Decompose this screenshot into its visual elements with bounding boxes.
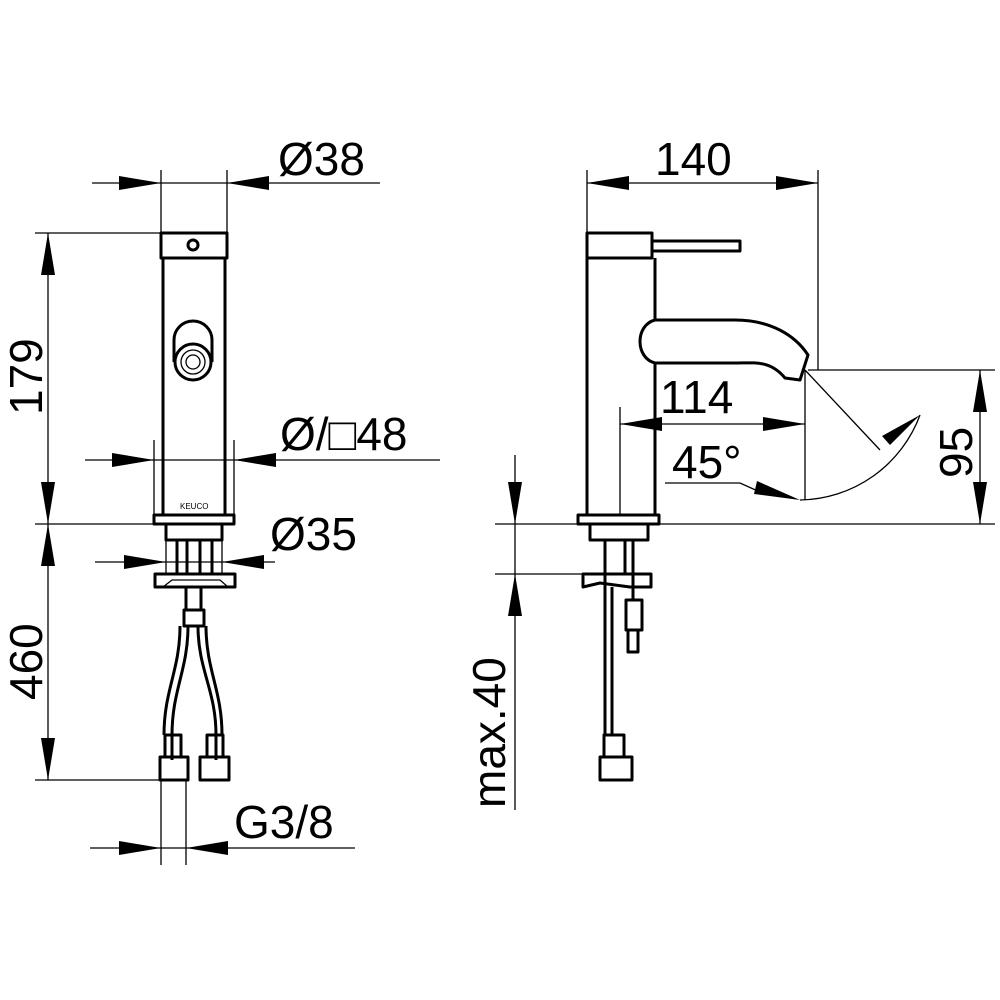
hose-nut-left (158, 755, 190, 782)
fitting (182, 608, 206, 628)
side-body (585, 258, 657, 515)
dim-angle: 45° (672, 436, 742, 488)
dim-max-thickness: max.40 (463, 657, 515, 808)
side-collar (588, 522, 650, 542)
lever (650, 239, 742, 253)
dim-base-size: Ø/□48 (280, 408, 408, 460)
dim-projection: 114 (660, 371, 733, 423)
dim-hole-diameter: Ø35 (270, 508, 357, 560)
side-hose-nut (598, 755, 634, 782)
dim-body-diameter: Ø38 (278, 133, 365, 185)
aerator-icon (173, 342, 213, 382)
dim-hose-length: 460 (0, 623, 52, 700)
front-collar (164, 522, 224, 542)
side-view (576, 231, 810, 782)
dimension-lines (35, 170, 995, 865)
spout (638, 318, 810, 515)
side-mount-plate (581, 572, 653, 589)
dim-depth: 140 (655, 133, 732, 185)
dim-height: 179 (0, 338, 52, 415)
dim-spout-height: 95 (930, 427, 982, 478)
front-body (161, 256, 227, 517)
front-mount-plate (153, 572, 237, 589)
front-view: KEUCO (152, 231, 237, 782)
side-cap (585, 231, 654, 260)
cap-indicator (186, 238, 200, 252)
aerator-housing (172, 319, 214, 362)
hose-nut-right (198, 755, 231, 782)
dim-thread: G3/8 (234, 796, 334, 848)
front-cap (159, 231, 229, 260)
brand-mark: KEUCO (180, 502, 208, 511)
